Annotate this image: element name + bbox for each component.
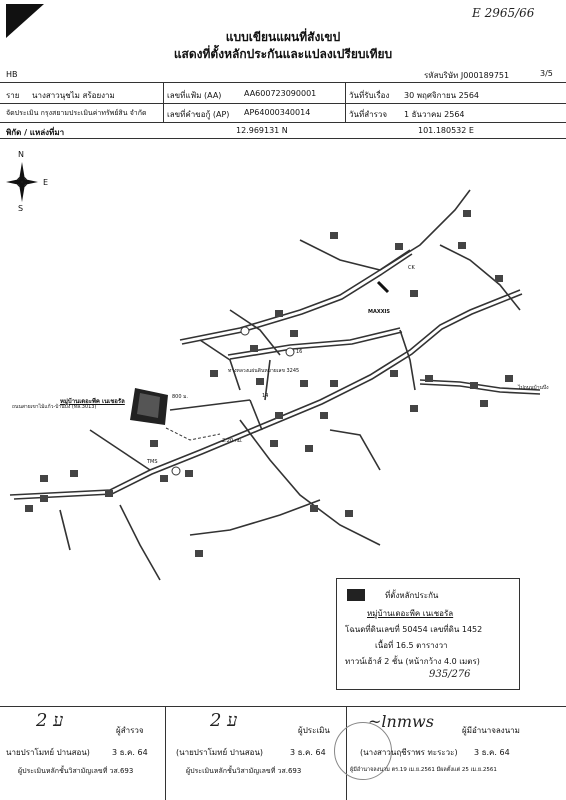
legend-deed: โฉนดที่ดินเลขที่ 50454 เลขที่ดิน 1452 [345,625,483,634]
location-map [9,189,541,581]
ap-label: เลขที่คำขอกู้ (AP) [167,110,230,119]
map-road-right: ไปถนนบ้านบึง [518,385,549,391]
legend-heading: ที่ตั้งหลักประกัน [385,591,439,600]
approver-role: ผู้มีอำนาจลงนาม [462,726,520,735]
map-ck: CK [408,265,415,271]
map-distance-220: 2.20 กม. [222,438,243,444]
map-distance-800: 800 ม. [172,394,189,400]
approver-cert: ผู้มีอำนาจลงนาม ตร.19 เม.ย.2561 มีผลตั้ง… [350,767,497,773]
survey-value: 1 ธันวาคม 2564 [404,110,465,119]
legend-handwritten-note: 935/276 [429,669,471,680]
map-tms: TMS [147,459,158,465]
approver-date: 3 ธ.ค. 64 [474,748,510,757]
surveyor-role: ผู้สำรวจ [116,726,144,735]
approver-signature: ~lnmws [368,712,434,731]
appraiser-cert: ผู้ประเมินหลักชั้นวิสามัญเลขที่ วส.693 [186,767,302,775]
map-project-label: หมู่บ้านเดอะพีค เนเชอรัล [60,398,125,405]
appraiser-role: ผู้ประเมิน [298,726,330,735]
compass-east: E [43,178,49,187]
legend-parcel-swatch [347,589,365,601]
map-road-3013: ถนนสายเขาไม้แก้ว-บ้านบึง (ทล.3013) [12,404,97,410]
survey-label: วันที่สำรวจ [349,110,388,119]
map-km14: 14 [262,393,269,399]
company-code: รหัสบริษัท J000189751 [424,71,510,80]
company-seal-icon [334,722,392,780]
latitude-value: 12.969131 N [236,126,288,135]
company-value: จัดประเมิน กรุงสยามประเมินค่าทรัพย์สิน จ… [6,109,147,117]
ap-value: AP64000340014 [244,108,311,117]
surveyor-cert: ผู้ประเมินหลักชั้นวิสามัญเลขที่ วส.693 [18,767,134,775]
appraiser-signature: ע 2 [210,710,238,731]
map-maxxis: MAXXIS [368,309,391,315]
longitude-value: 101.180532 E [418,126,474,135]
receive-value: 30 พฤศจิกายน 2564 [404,91,479,100]
folded-corner-mark [6,4,44,38]
appraiser-name: (นายปราโมทย์ ปานสอน) [176,748,264,757]
receive-label: วันที่รับเรื่อง [349,91,390,100]
map-road-3245: ทางหลวงแผ่นดินหมายเลข 3245 [228,368,300,374]
appraiser-date: 3 ธ.ค. 64 [290,748,326,757]
surveyor-date: 3 ธ.ค. 64 [112,748,148,757]
map-km16: 16 [296,349,303,355]
legend-box: ที่ตั้งหลักประกัน หมู่บ้านเดอะพีค เนเชอร… [336,578,520,690]
legend-building: ทาวน์เฮ้าส์ 2 ชั้น (หน้ากว้าง 4.0 เมตร) [345,657,480,666]
owner-label: ราย [6,91,20,100]
owner-value: นางสาวนุชไม สร้อยงาม [32,91,115,100]
corner-mark: HB [6,70,18,79]
compass-rose-icon [6,162,38,202]
title-line-1: แบบเขียนแผนที่สังเขป [225,30,341,44]
compass: N S E [6,150,50,214]
title-line-2: แสดงที่ตั้งหลักประกันและแปลงเปรียบเทียบ [173,47,393,61]
surveyor-name: นายปราโมทย์ ปานสอน) [6,748,90,757]
surveyor-signature: ע 2 [36,710,64,731]
coord-label: พิกัด / แหล่งที่มา [6,128,65,137]
compass-north: N [18,150,24,159]
handwritten-reference: E 2965/66 [472,6,535,20]
approver-name: (นางสาวนฤชีราพร ทะระวะ) [360,748,458,757]
page-number: 3/5 [540,69,553,78]
compass-south: S [18,204,24,213]
legend-area: เนื้อที่ 16.5 ตารางวา [375,641,448,650]
file-value: AA600723090001 [244,89,317,98]
file-label: เลขที่แฟ้ม (AA) [167,91,222,100]
legend-project: หมู่บ้านเดอะพีค เนเชอรัล [367,609,454,618]
